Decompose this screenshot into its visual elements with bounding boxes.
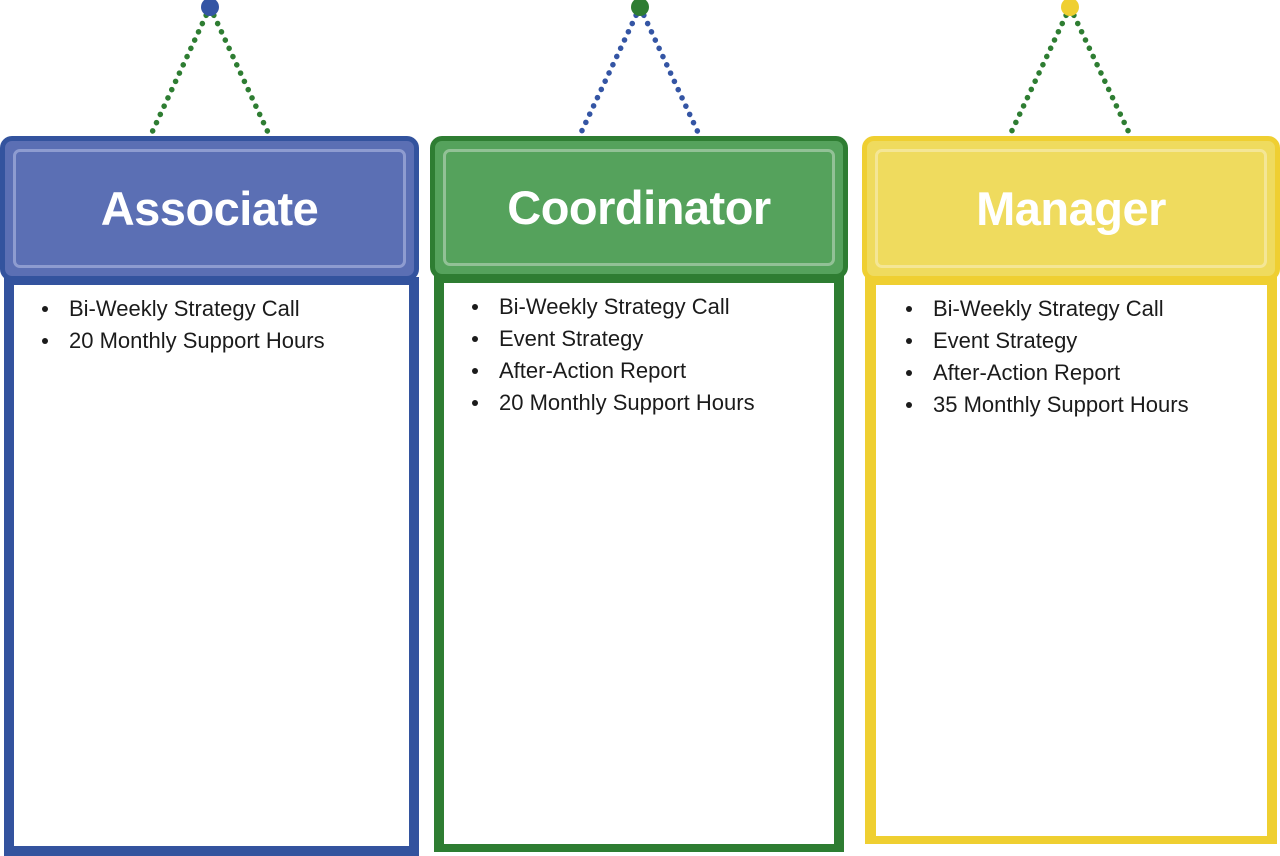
page-title: Associate [100,182,319,235]
hanger-top-dot-manager [1061,0,1079,16]
bullet-icon [472,400,478,406]
feature-text: Event Strategy [499,326,644,351]
hanger-line-left-coordinator [568,4,643,157]
feature-list-associate: Bi-Weekly Strategy Call 20 Monthly Suppo… [42,293,399,357]
tier-card-body-manager: Bi-Weekly Strategy Call Event Strategy A… [865,277,1277,844]
list-item: After-Action Report [906,357,1257,389]
bullet-icon [42,306,48,312]
bullet-icon [906,370,912,376]
hanger-top-dot-coordinator [631,0,649,16]
list-item: Event Strategy [906,325,1257,357]
list-item: After-Action Report [472,355,824,387]
hanger-line-left-manager [998,4,1073,157]
tier-card-body-coordinator: Bi-Weekly Strategy Call Event Strategy A… [434,275,844,852]
list-item: 20 Monthly Support Hours [472,387,824,419]
list-item: 20 Monthly Support Hours [42,325,399,357]
list-item: Event Strategy [472,323,824,355]
tier-card-features-panel-associate: Bi-Weekly Strategy Call 20 Monthly Suppo… [14,285,409,846]
list-item: Bi-Weekly Strategy Call [472,291,824,323]
bullet-icon [472,336,478,342]
feature-text: Bi-Weekly Strategy Call [69,296,300,321]
feature-text: 20 Monthly Support Hours [499,390,755,415]
feature-text: Event Strategy [933,328,1078,353]
tier-card-header-associate: Associate [0,136,419,281]
bullet-icon [906,338,912,344]
hanger-line-right-manager [1067,4,1142,157]
hanger-top-dot-associate [201,0,219,16]
tier-card-header-coordinator: Coordinator [430,136,848,279]
hanger-line-right-associate [207,4,281,157]
tier-card-manager[interactable]: Bi-Weekly Strategy Call Event Strategy A… [862,136,1280,844]
feature-text: After-Action Report [933,360,1121,385]
feature-text: After-Action Report [499,358,687,383]
bullet-icon [472,304,478,310]
hanger-line-left-associate [139,4,213,157]
tier-card-header-manager: Manager [862,136,1280,281]
feature-text: Bi-Weekly Strategy Call [933,296,1164,321]
feature-text: 35 Monthly Support Hours [933,392,1189,417]
tier-card-associate[interactable]: Bi-Weekly Strategy Call 20 Monthly Suppo… [0,136,419,856]
hanger-line-right-coordinator [637,4,711,157]
list-item: Bi-Weekly Strategy Call [906,293,1257,325]
tier-card-coordinator[interactable]: Bi-Weekly Strategy Call Event Strategy A… [430,136,848,852]
tier-card-features-panel-manager: Bi-Weekly Strategy Call Event Strategy A… [876,285,1267,836]
tier-card-features-panel-coordinator: Bi-Weekly Strategy Call Event Strategy A… [444,283,834,844]
bullet-icon [472,368,478,374]
feature-list-coordinator: Bi-Weekly Strategy Call Event Strategy A… [472,291,824,419]
bullet-icon [906,402,912,408]
feature-text: Bi-Weekly Strategy Call [499,294,730,319]
feature-list-manager: Bi-Weekly Strategy Call Event Strategy A… [906,293,1257,421]
bullet-icon [906,306,912,312]
bullet-icon [42,338,48,344]
tier-card-body-associate: Bi-Weekly Strategy Call 20 Monthly Suppo… [4,277,419,856]
page-title: Manager [976,182,1166,235]
list-item: 35 Monthly Support Hours [906,389,1257,421]
feature-text: 20 Monthly Support Hours [69,328,325,353]
list-item: Bi-Weekly Strategy Call [42,293,399,325]
page-title: Coordinator [507,181,771,234]
